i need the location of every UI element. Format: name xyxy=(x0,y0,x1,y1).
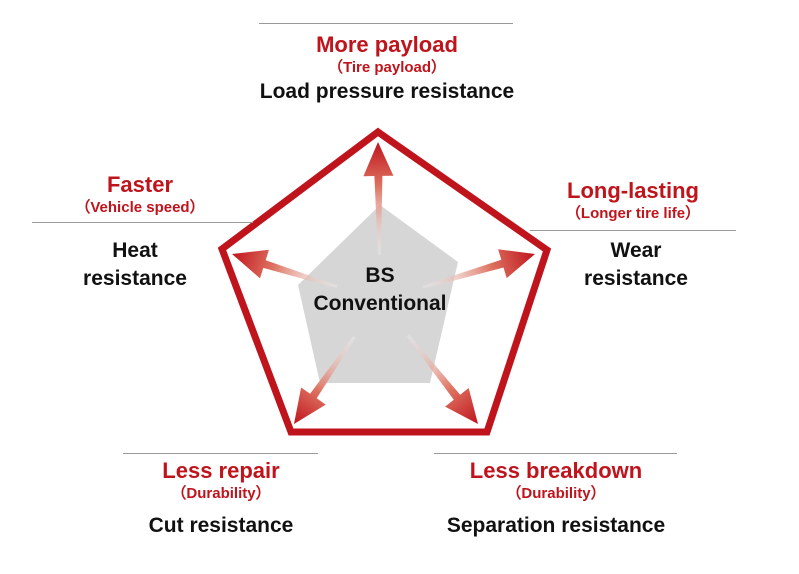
bridgestone-pentagon xyxy=(217,127,552,436)
axis-upper-left-resistance-line1: Heat xyxy=(112,239,158,262)
axis-upper-left-label: Faster （Vehicle speed） xyxy=(40,172,240,218)
axis-upper-right-resistance-line2: resistance xyxy=(584,267,688,290)
divider-top xyxy=(259,23,513,24)
axis-upper-left-benefit: Faster xyxy=(106,172,174,197)
arrow-lower-right xyxy=(406,334,478,424)
center-label-line2: Conventional xyxy=(313,292,447,315)
axis-lower-left-resistance: Cut resistance xyxy=(148,514,294,537)
axis-upper-right-resistance: Wear resistance xyxy=(556,237,716,293)
axis-upper-left-resistance-line2: resistance xyxy=(83,267,187,290)
conventional-area xyxy=(298,205,458,383)
axis-top-resistance: Load pressure resistance xyxy=(259,80,515,103)
axis-upper-right-benefit: Long-lasting xyxy=(567,178,699,203)
axis-upper-left-note: （Vehicle speed） xyxy=(75,199,205,216)
axis-upper-right-resistance-line1: Wear xyxy=(610,239,662,262)
axis-upper-right-note: （Longer tire life） xyxy=(565,205,701,222)
divider-lower-left xyxy=(123,453,318,454)
arrow-top xyxy=(363,142,394,255)
axis-lower-right-label: Less breakdown （Durability） Separation r… xyxy=(425,458,687,540)
center-label-line1: BS xyxy=(365,264,395,287)
axis-upper-right-label: Long-lasting （Longer tire life） xyxy=(535,178,731,224)
divider-lower-right xyxy=(434,453,677,454)
axis-top-note: （Tire payload） xyxy=(327,59,447,76)
axis-lower-right-note: （Durability） xyxy=(506,485,606,502)
axis-lower-right-resistance: Separation resistance xyxy=(446,514,666,537)
divider-upper-left xyxy=(32,222,253,223)
axis-upper-left-resistance: Heat resistance xyxy=(55,237,215,293)
arrow-lower-left xyxy=(294,336,356,424)
axis-lower-left-label: Less repair （Durability） Cut resistance xyxy=(110,458,332,540)
arrow-group xyxy=(232,142,535,424)
divider-upper-right xyxy=(530,230,736,231)
axis-lower-left-note: （Durability） xyxy=(171,485,271,502)
arrow-upper-right xyxy=(422,249,535,289)
axis-lower-left-benefit: Less repair xyxy=(162,458,280,483)
arrow-upper-left xyxy=(232,249,338,289)
center-label: BS Conventional xyxy=(300,262,460,318)
axis-top-label: More payload （Tire payload） Load pressur… xyxy=(230,32,544,106)
axis-lower-right-benefit: Less breakdown xyxy=(469,458,643,483)
axis-top-benefit: More payload xyxy=(316,32,458,57)
